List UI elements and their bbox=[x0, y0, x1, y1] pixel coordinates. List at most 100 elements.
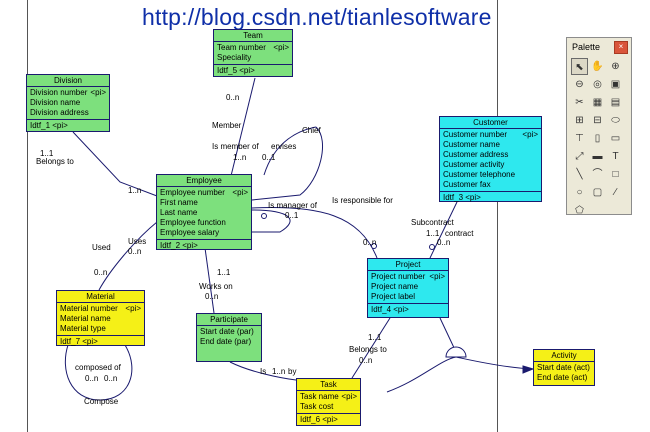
label-compose: Compose bbox=[84, 397, 119, 406]
chief-link-a bbox=[263, 126, 317, 176]
properties-icon[interactable]: ▣ bbox=[610, 79, 621, 90]
entity-title: Material bbox=[57, 291, 144, 303]
attribute-row: Material name bbox=[60, 314, 141, 324]
division-link bbox=[72, 131, 158, 197]
file-icon[interactable]: ▯ bbox=[594, 133, 601, 144]
identifier: Idtf_2 <pi> bbox=[157, 239, 251, 252]
rounded-rect-icon[interactable]: ▢ bbox=[592, 187, 603, 198]
entity-project[interactable]: Project Project number<pi> Project name … bbox=[367, 258, 449, 318]
table-icon[interactable]: ▤ bbox=[610, 97, 621, 108]
label-material-used-card: 0..n bbox=[94, 268, 108, 277]
palette-title-bar[interactable]: Palette × bbox=[567, 38, 631, 56]
attribute-row: Team number<pi> bbox=[217, 43, 289, 53]
link-icon[interactable]: ⤢ bbox=[575, 151, 584, 162]
label-task-proj-card: 1..1 bbox=[368, 333, 382, 342]
attr-name: Project number bbox=[371, 272, 426, 281]
close-icon[interactable]: × bbox=[614, 41, 628, 54]
rectangle-icon[interactable]: □ bbox=[612, 169, 619, 180]
swimlane-divider-left bbox=[27, 0, 28, 432]
inheritance-icon[interactable]: ⊤ bbox=[575, 133, 584, 144]
association-arc bbox=[445, 346, 467, 358]
member-link bbox=[229, 77, 256, 181]
attr-name: End date (act) bbox=[537, 373, 588, 382]
activity-assoc-b bbox=[455, 356, 531, 370]
label-is-member-of: Is member of bbox=[212, 142, 259, 151]
entity-icon[interactable]: ⊞ bbox=[575, 115, 584, 126]
zoom-out-icon[interactable]: ⊖ bbox=[575, 79, 584, 90]
entity-customer[interactable]: Customer Customer number<pi> Customer na… bbox=[439, 116, 542, 202]
attribute-row: Customer address bbox=[443, 150, 538, 160]
text-icon[interactable]: T bbox=[612, 151, 619, 162]
package-icon[interactable]: ▦ bbox=[592, 97, 603, 108]
entity-employee[interactable]: Employee Employee number<pi> First name … bbox=[156, 174, 252, 250]
label-done-by-card: 1..n bbox=[272, 367, 286, 376]
participate-task-link bbox=[229, 361, 297, 381]
arc-icon[interactable]: ⌒ bbox=[592, 169, 603, 180]
attr-tag: <pi> bbox=[522, 130, 538, 139]
label-works-on-card-bottom: 0..n bbox=[205, 292, 219, 301]
entity-task[interactable]: Task Task name<pi> Task cost Idtf_6 <pi> bbox=[296, 378, 361, 426]
attr-name: Customer address bbox=[443, 150, 509, 159]
attr-name: Employee salary bbox=[160, 228, 220, 237]
attribute-row: Task cost bbox=[300, 402, 357, 412]
entity-participate[interactable]: Participate Start date (par) End date (p… bbox=[196, 313, 262, 362]
attribute-row: End date (par) bbox=[200, 337, 258, 347]
manager-loop bbox=[251, 209, 291, 233]
attr-name: Employee number bbox=[160, 188, 225, 197]
link-button-icon[interactable]: ▬ bbox=[592, 151, 603, 162]
pointer-icon[interactable]: ⬉ bbox=[571, 58, 588, 75]
label-comp-card1: 0..n bbox=[85, 374, 99, 383]
attr-name: First name bbox=[160, 198, 198, 207]
attribute-row: First name bbox=[160, 198, 248, 208]
attr-tag: <pi> bbox=[232, 188, 248, 197]
label-emp-div-card: 1..n bbox=[128, 186, 142, 195]
attribute-row: Start date (act) bbox=[537, 363, 591, 373]
label-is-done-by: Is bbox=[260, 367, 267, 376]
zoom-fit-icon[interactable]: ◎ bbox=[593, 79, 602, 90]
label-proj-cust-card: 0..n bbox=[437, 238, 451, 247]
palette-title: Palette bbox=[572, 42, 601, 52]
attr-name: Speciality bbox=[217, 53, 252, 62]
crow-circle bbox=[429, 244, 435, 250]
attr-name: Customer fax bbox=[443, 180, 491, 189]
entity-team[interactable]: Team Team number<pi> Speciality Idtf_5 <… bbox=[213, 29, 293, 77]
attribute-row: Project name bbox=[371, 282, 445, 292]
hand-icon[interactable]: ✋ bbox=[591, 61, 604, 72]
attr-name: Material number bbox=[60, 304, 118, 313]
label-cust-card: 1..1 bbox=[426, 229, 440, 238]
label-div-card: 1..1 bbox=[40, 149, 54, 158]
polygon-icon[interactable]: ⬠ bbox=[575, 205, 584, 216]
attribute-row: Employee number <pi> bbox=[160, 188, 248, 198]
attr-name: End date (par) bbox=[200, 337, 252, 346]
attr-name: Material name bbox=[60, 314, 111, 323]
ellipse-icon[interactable]: ○ bbox=[576, 187, 583, 198]
label-works-on: Works on bbox=[199, 282, 233, 291]
line-icon[interactable]: ╲ bbox=[576, 169, 583, 180]
label-composed-of: composed of bbox=[75, 363, 121, 372]
attribute-row: Last name bbox=[160, 208, 248, 218]
label-member: Member bbox=[212, 121, 242, 130]
label-is-responsible-for: Is responsible for bbox=[332, 196, 393, 205]
attr-name: Customer telephone bbox=[443, 170, 516, 179]
entity-activity[interactable]: Activity Start date (act) End date (act) bbox=[533, 349, 595, 386]
attr-tag: <pi> bbox=[429, 272, 445, 281]
zoom-in-icon[interactable]: ⊕ bbox=[611, 61, 620, 72]
entity-division[interactable]: Division Division number<pi> Division na… bbox=[26, 74, 110, 132]
polyline-icon[interactable]: ∕ bbox=[614, 187, 617, 198]
attribute-row: Customer number<pi> bbox=[443, 130, 538, 140]
responsible-link bbox=[251, 207, 378, 259]
cut-icon[interactable]: ✂ bbox=[575, 97, 584, 108]
entity-material[interactable]: Material Material number<pi> Material na… bbox=[56, 290, 145, 346]
entity-title: Customer bbox=[440, 117, 541, 129]
arrow-head bbox=[522, 365, 535, 374]
attribute-row: Material number<pi> bbox=[60, 304, 141, 314]
note-icon[interactable]: ▭ bbox=[610, 133, 621, 144]
attribute-row: Start date (par) bbox=[200, 327, 258, 337]
association-icon[interactable]: ⊟ bbox=[593, 115, 602, 126]
entity-title: Project bbox=[368, 259, 448, 271]
ellipse-entity-icon[interactable]: ⬭ bbox=[611, 115, 620, 126]
label-subcontract: Subcontract bbox=[411, 218, 454, 227]
label-chief-card: 0..1 bbox=[262, 153, 276, 162]
label-comp-card2: 0..n bbox=[104, 374, 118, 383]
